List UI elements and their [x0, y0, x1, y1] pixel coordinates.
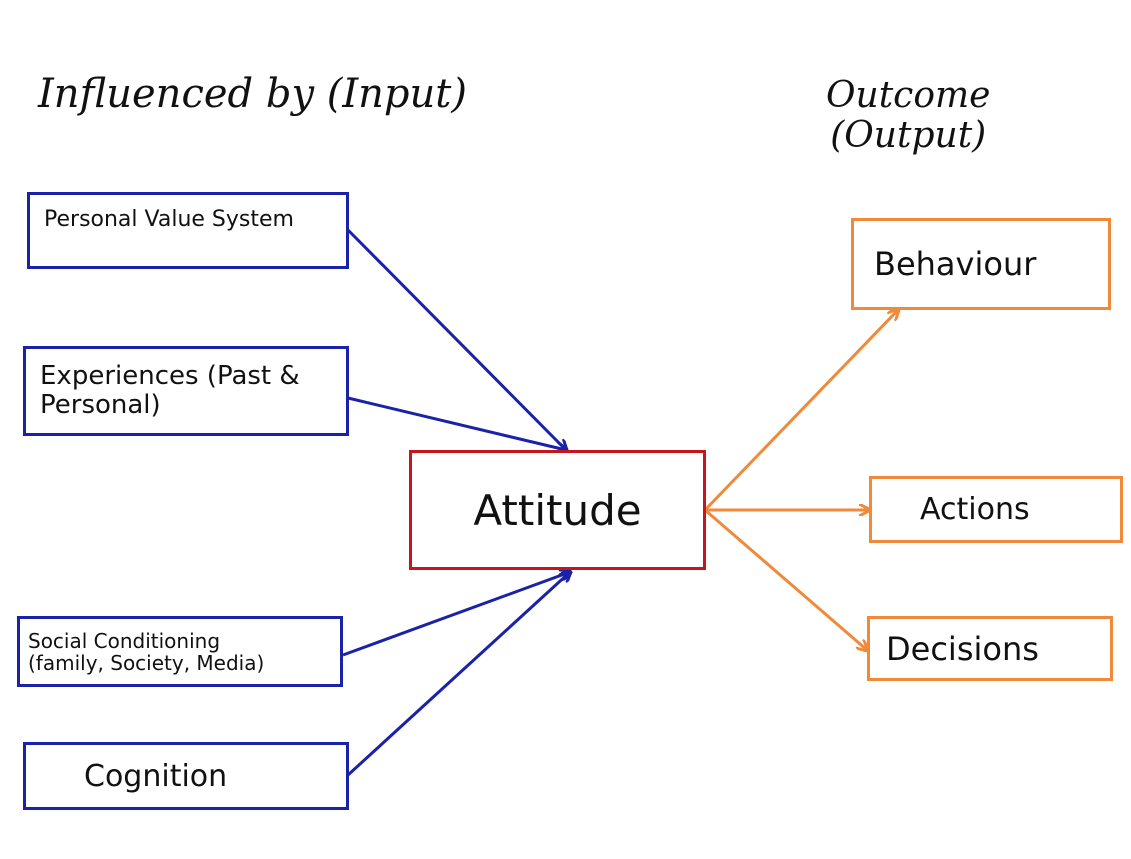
output-box-behaviour: Behaviour — [851, 218, 1111, 310]
input-label-cognition: Cognition — [84, 758, 228, 794]
input-label-personal-value-system: Personal Value System — [44, 207, 294, 232]
input-box-cognition: Cognition — [23, 742, 349, 810]
arrow-cognition-to-attitude — [346, 572, 570, 777]
output-heading: Outcome (Output) — [826, 76, 990, 155]
output-heading-line2: (Output) — [830, 114, 987, 156]
arrow-attitude-to-decisions — [704, 508, 867, 650]
output-box-actions: Actions — [869, 476, 1123, 543]
input-box-personal-value-system: Personal Value System — [27, 192, 349, 269]
arrow-experiences-to-attitude — [347, 396, 566, 450]
input-label-social-line2: (family, Society, Media) — [28, 650, 265, 675]
center-label-attitude: Attitude — [473, 485, 642, 535]
input-label-experiences-line1: Experiences (Past & — [40, 361, 300, 392]
input-box-experiences: Experiences (Past & Personal) — [23, 346, 349, 436]
output-label-decisions: Decisions — [886, 629, 1039, 668]
input-box-social-conditioning: Social Conditioning (family, Society, Me… — [17, 616, 343, 687]
arrow-social-to-attitude — [342, 572, 570, 657]
arrow-attitude-to-behaviour — [703, 310, 898, 512]
input-label-experiences: Experiences (Past & Personal) — [40, 362, 300, 419]
arrow-value-system-to-attitude — [346, 228, 566, 450]
output-box-decisions: Decisions — [867, 616, 1113, 681]
output-label-behaviour: Behaviour — [874, 245, 1037, 283]
input-heading: Influenced by (Input) — [38, 71, 467, 117]
input-label-experiences-line2: Personal) — [40, 390, 161, 420]
input-label-social-line1: Social Conditioning — [28, 628, 221, 653]
output-label-actions: Actions — [920, 492, 1030, 527]
center-box-attitude: Attitude — [409, 450, 706, 570]
output-heading-line1: Outcome — [826, 75, 991, 116]
input-label-social-conditioning: Social Conditioning (family, Society, Me… — [28, 630, 264, 674]
